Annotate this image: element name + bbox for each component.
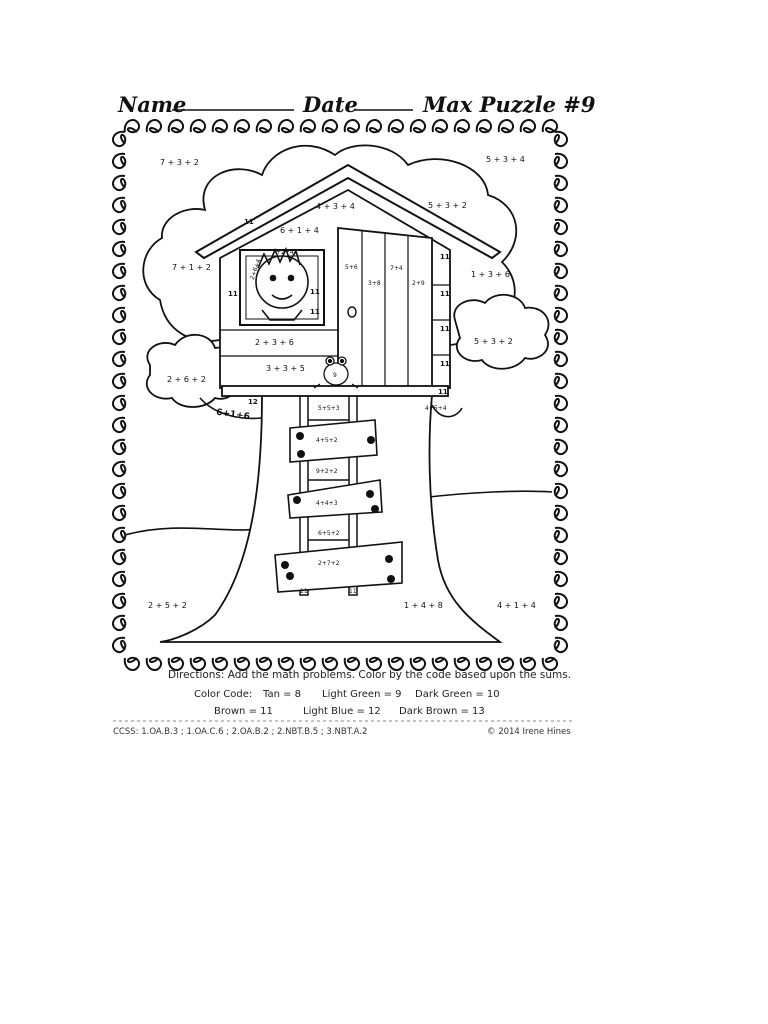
color-code-light-blue: Light Blue = 12	[303, 706, 381, 717]
problem-roof-right: 5 + 3 + 2	[428, 201, 467, 210]
frog	[313, 356, 359, 389]
color-code-dark-green: Dark Green = 10	[415, 689, 500, 700]
tag-11-ladder-right: 11	[349, 588, 357, 595]
problem-ground-left: 2 + 5 + 2	[148, 601, 187, 610]
right-branch	[431, 404, 463, 418]
problem-ladder-2: 9+2+2	[316, 468, 338, 475]
problem-plank-2: 4+4+3	[316, 500, 338, 507]
tag-9-frog: 9	[333, 372, 337, 379]
right-bush	[453, 294, 550, 370]
tag-11-floor: 11	[438, 388, 448, 396]
date-label: Date	[303, 92, 358, 117]
name-line[interactable]	[172, 108, 294, 112]
tag-11-window-right: 11	[310, 288, 320, 296]
problem-top-right: 5 + 3 + 4	[486, 155, 525, 164]
problem-ground-right: 4 + 1 + 4	[497, 601, 536, 610]
problem-wall-2: 3 + 3 + 5	[266, 364, 305, 373]
worksheet-title: Max Puzzle #9	[423, 92, 596, 117]
left-branch	[199, 397, 263, 420]
name-label: Name	[118, 92, 187, 117]
problem-right-leaves: 1 + 3 + 6	[471, 270, 510, 279]
color-code-dark-brown: Dark Brown = 13	[399, 706, 485, 717]
problem-bush-right: 5 + 3 + 2	[474, 337, 513, 346]
problem-door-4: 2+9	[412, 280, 425, 287]
problem-wall-1: 2 + 3 + 6	[255, 338, 294, 347]
problem-plank-3: 2+7+2	[318, 560, 340, 567]
treehouse-roof	[194, 163, 502, 260]
problem-door-1: 5+6	[345, 264, 358, 271]
plank-nails	[281, 432, 395, 583]
trunk-planks	[274, 419, 403, 593]
color-code-brown: Brown = 11	[214, 706, 273, 717]
tag-11-wall-4: 11	[440, 360, 450, 368]
color-code-label: Color Code:	[194, 689, 253, 700]
treehouse-floor	[221, 385, 449, 397]
directions-text: Directions: Add the math problems. Color…	[168, 669, 572, 681]
border-loops	[112, 119, 568, 671]
problem-plank-1: 4+5+2	[316, 437, 338, 444]
problem-ladder-1: 5+5+3	[318, 405, 340, 412]
color-code-tan: Tan = 8	[263, 689, 302, 700]
tag-11-ladder-left: 11	[300, 588, 308, 595]
problem-roof: 4 + 3 + 4	[316, 202, 355, 211]
door-knob	[347, 306, 357, 318]
standards-text: CCSS: 1.OA.B.3 ; 1.OA.C.6 ; 2.OA.B.2 ; 2…	[113, 727, 368, 737]
problem-trunk-right: 4+5+4	[425, 405, 447, 412]
decorative-loop-border	[112, 119, 568, 671]
problem-top-left: 7 + 3 + 2	[160, 158, 199, 167]
tag-11-wall-2: 11	[440, 290, 450, 298]
problem-left-leaves: 7 + 1 + 2	[172, 263, 211, 272]
tag-11-roof: 11	[244, 218, 254, 226]
tag-11-window-bottom: 11	[310, 308, 320, 316]
problem-window-top: 6 + 1 + 4	[280, 226, 319, 235]
problem-ladder-3: 6+5+2	[318, 530, 340, 537]
problem-ground-mid: 1 + 4 + 8	[404, 601, 443, 610]
tree-trunk	[159, 394, 503, 643]
boy-face	[255, 246, 309, 321]
tag-11-wall-3: 11	[440, 325, 450, 333]
problem-hair: 7+2+4	[272, 249, 294, 256]
tag-12-floor: 12	[248, 398, 258, 406]
tag-11-wall-1: 11	[440, 253, 450, 261]
problem-door-2: 7+4	[390, 265, 403, 272]
tag-11-window-left: 11	[228, 290, 238, 298]
copyright-text: © 2014 Irene Hines	[487, 727, 571, 737]
date-line[interactable]	[355, 108, 413, 112]
problem-bush-left: 2 + 6 + 2	[167, 375, 206, 384]
color-code-light-green: Light Green = 9	[322, 689, 402, 700]
problem-door-3: 3+8	[368, 280, 381, 287]
